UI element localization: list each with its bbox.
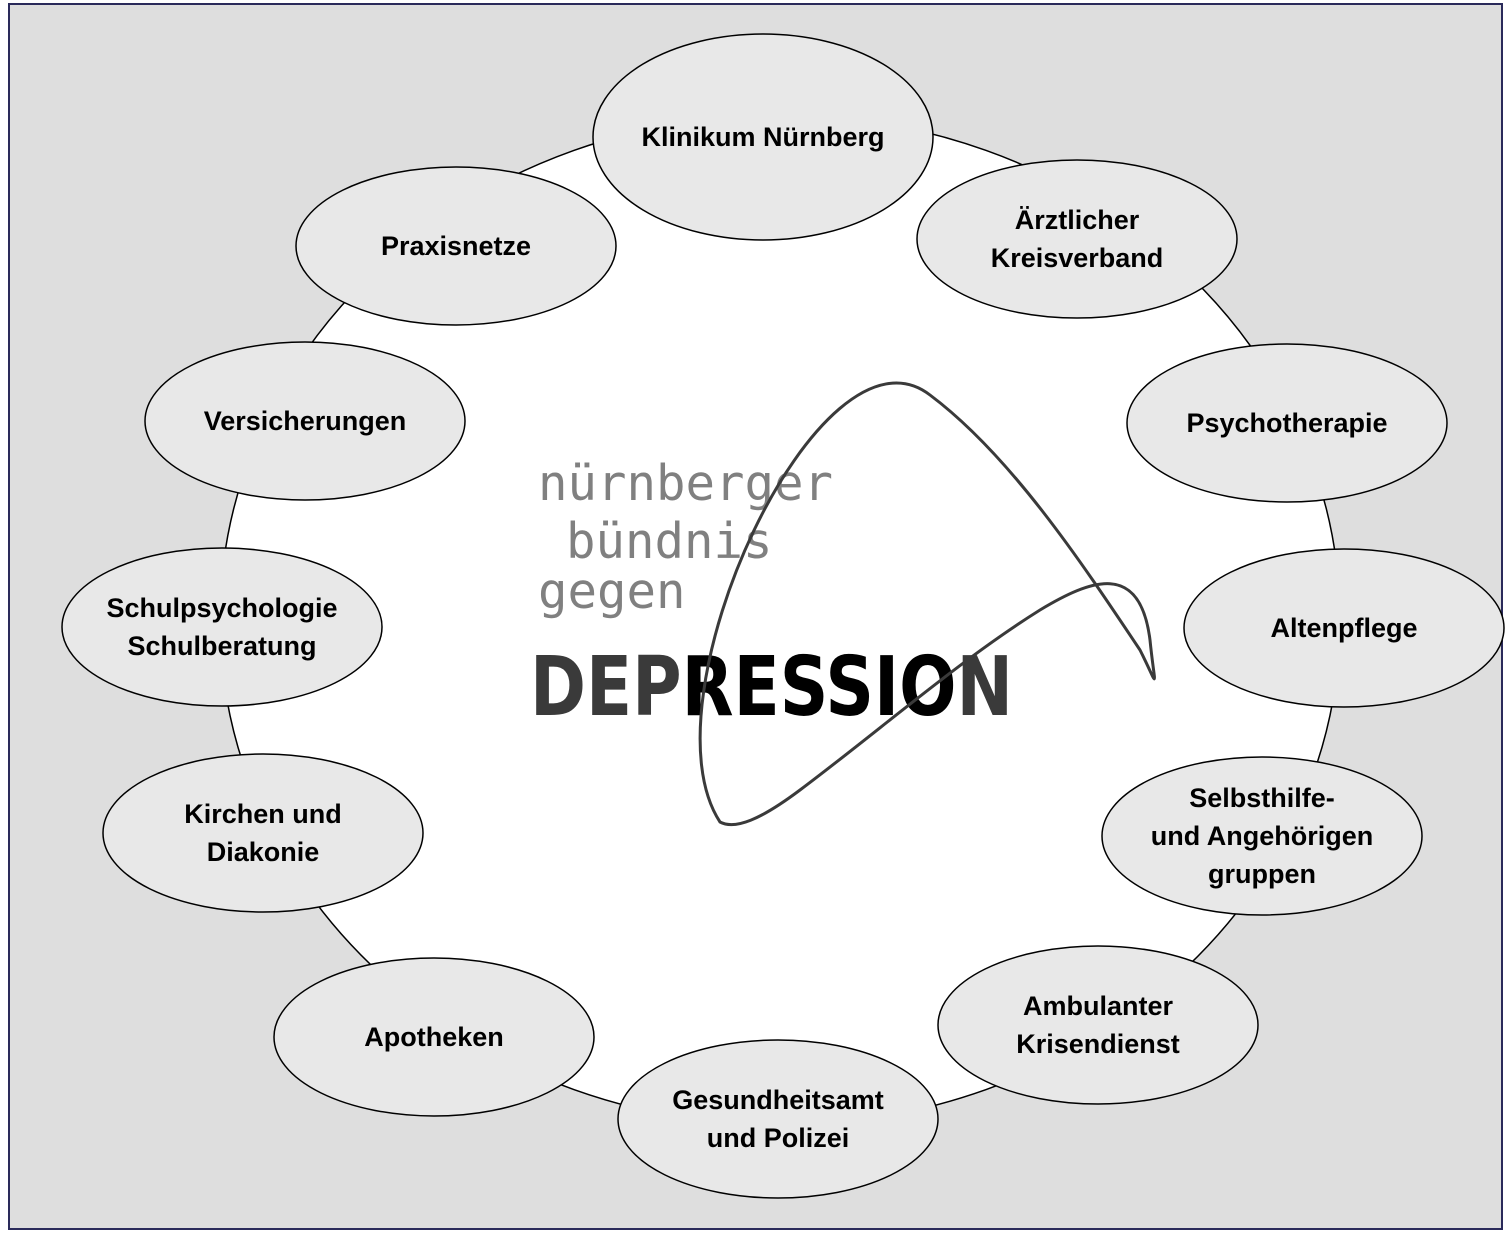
node-selbsthilfe: Selbsthilfe-und Angehörigen gruppen <box>1101 756 1423 916</box>
node-label-line: Klinikum Nürnberg <box>641 122 884 152</box>
node-label-line: Ambulanter <box>1023 991 1174 1021</box>
node-psychotherapie: Psychotherapie <box>1126 343 1448 503</box>
node-label-line: Apotheken <box>364 1022 504 1052</box>
node-label-line: und Angehörigen <box>1151 821 1373 851</box>
logo-swoosh <box>698 381 1156 827</box>
logo-word-depression: DEPRESSION <box>530 640 1013 735</box>
logo: nürnberger bündnis gegen DEPRESSION <box>530 381 1156 827</box>
node-gesundheitsamt: Gesundheitsamt und Polizei <box>617 1039 939 1199</box>
node-label-line: Schulpsychologie <box>106 593 337 623</box>
node-praxisnetze: Praxisnetze <box>295 166 617 326</box>
node-label-line: Versicherungen <box>204 406 407 436</box>
node-ellipse <box>1126 343 1448 503</box>
logo-word-part-dep: DEP <box>530 640 682 735</box>
node-ellipse <box>102 753 424 913</box>
node-ellipse <box>1183 548 1505 708</box>
node-ellipse <box>916 159 1238 319</box>
logo-line-gegen: gegen <box>538 563 686 620</box>
node-ellipse <box>937 945 1259 1105</box>
node-klinikum: Klinikum Nürnberg <box>592 33 934 241</box>
logo-word-part-ressio: RESSIO <box>682 640 957 735</box>
node-label-line: Gesundheitsamt <box>672 1085 884 1115</box>
node-label-line: gruppen <box>1208 859 1316 889</box>
node-label-line: Kreisverband <box>991 243 1164 273</box>
node-ellipse <box>295 166 617 326</box>
logo-word-part-n: N <box>956 640 1013 735</box>
node-ellipse <box>617 1039 939 1199</box>
node-ellipse <box>144 341 466 501</box>
node-label-line: Kirchen und <box>184 799 342 829</box>
node-label-line: Praxisnetze <box>381 231 531 261</box>
node-label-line: Krisendienst <box>1016 1029 1180 1059</box>
node-ellipse <box>1101 756 1423 916</box>
node-label-line: und Polizei <box>707 1123 850 1153</box>
node-label-line: Ärztlicher <box>1015 205 1140 235</box>
node-ellipse <box>61 547 383 707</box>
node-versicherungen: Versicherungen <box>144 341 466 501</box>
node-label-line: Altenpflege <box>1270 613 1417 643</box>
node-label-line: Selbsthilfe- <box>1189 783 1335 813</box>
logo-line-nuernberger: nürnberger <box>538 455 833 512</box>
node-ellipse <box>273 957 595 1117</box>
node-label-line: Schulberatung <box>127 631 316 661</box>
node-label-line: Psychotherapie <box>1186 408 1387 438</box>
logo-line-buendnis: bündnis <box>566 513 773 570</box>
node-apotheken: Apotheken <box>273 957 595 1117</box>
nodes-layer: Klinikum NürnbergÄrztlicherKreisverbandP… <box>61 33 1505 1199</box>
node-ellipse <box>592 33 934 241</box>
node-altenpflege: Altenpflege <box>1183 548 1505 708</box>
node-label-line: Diakonie <box>207 837 320 867</box>
